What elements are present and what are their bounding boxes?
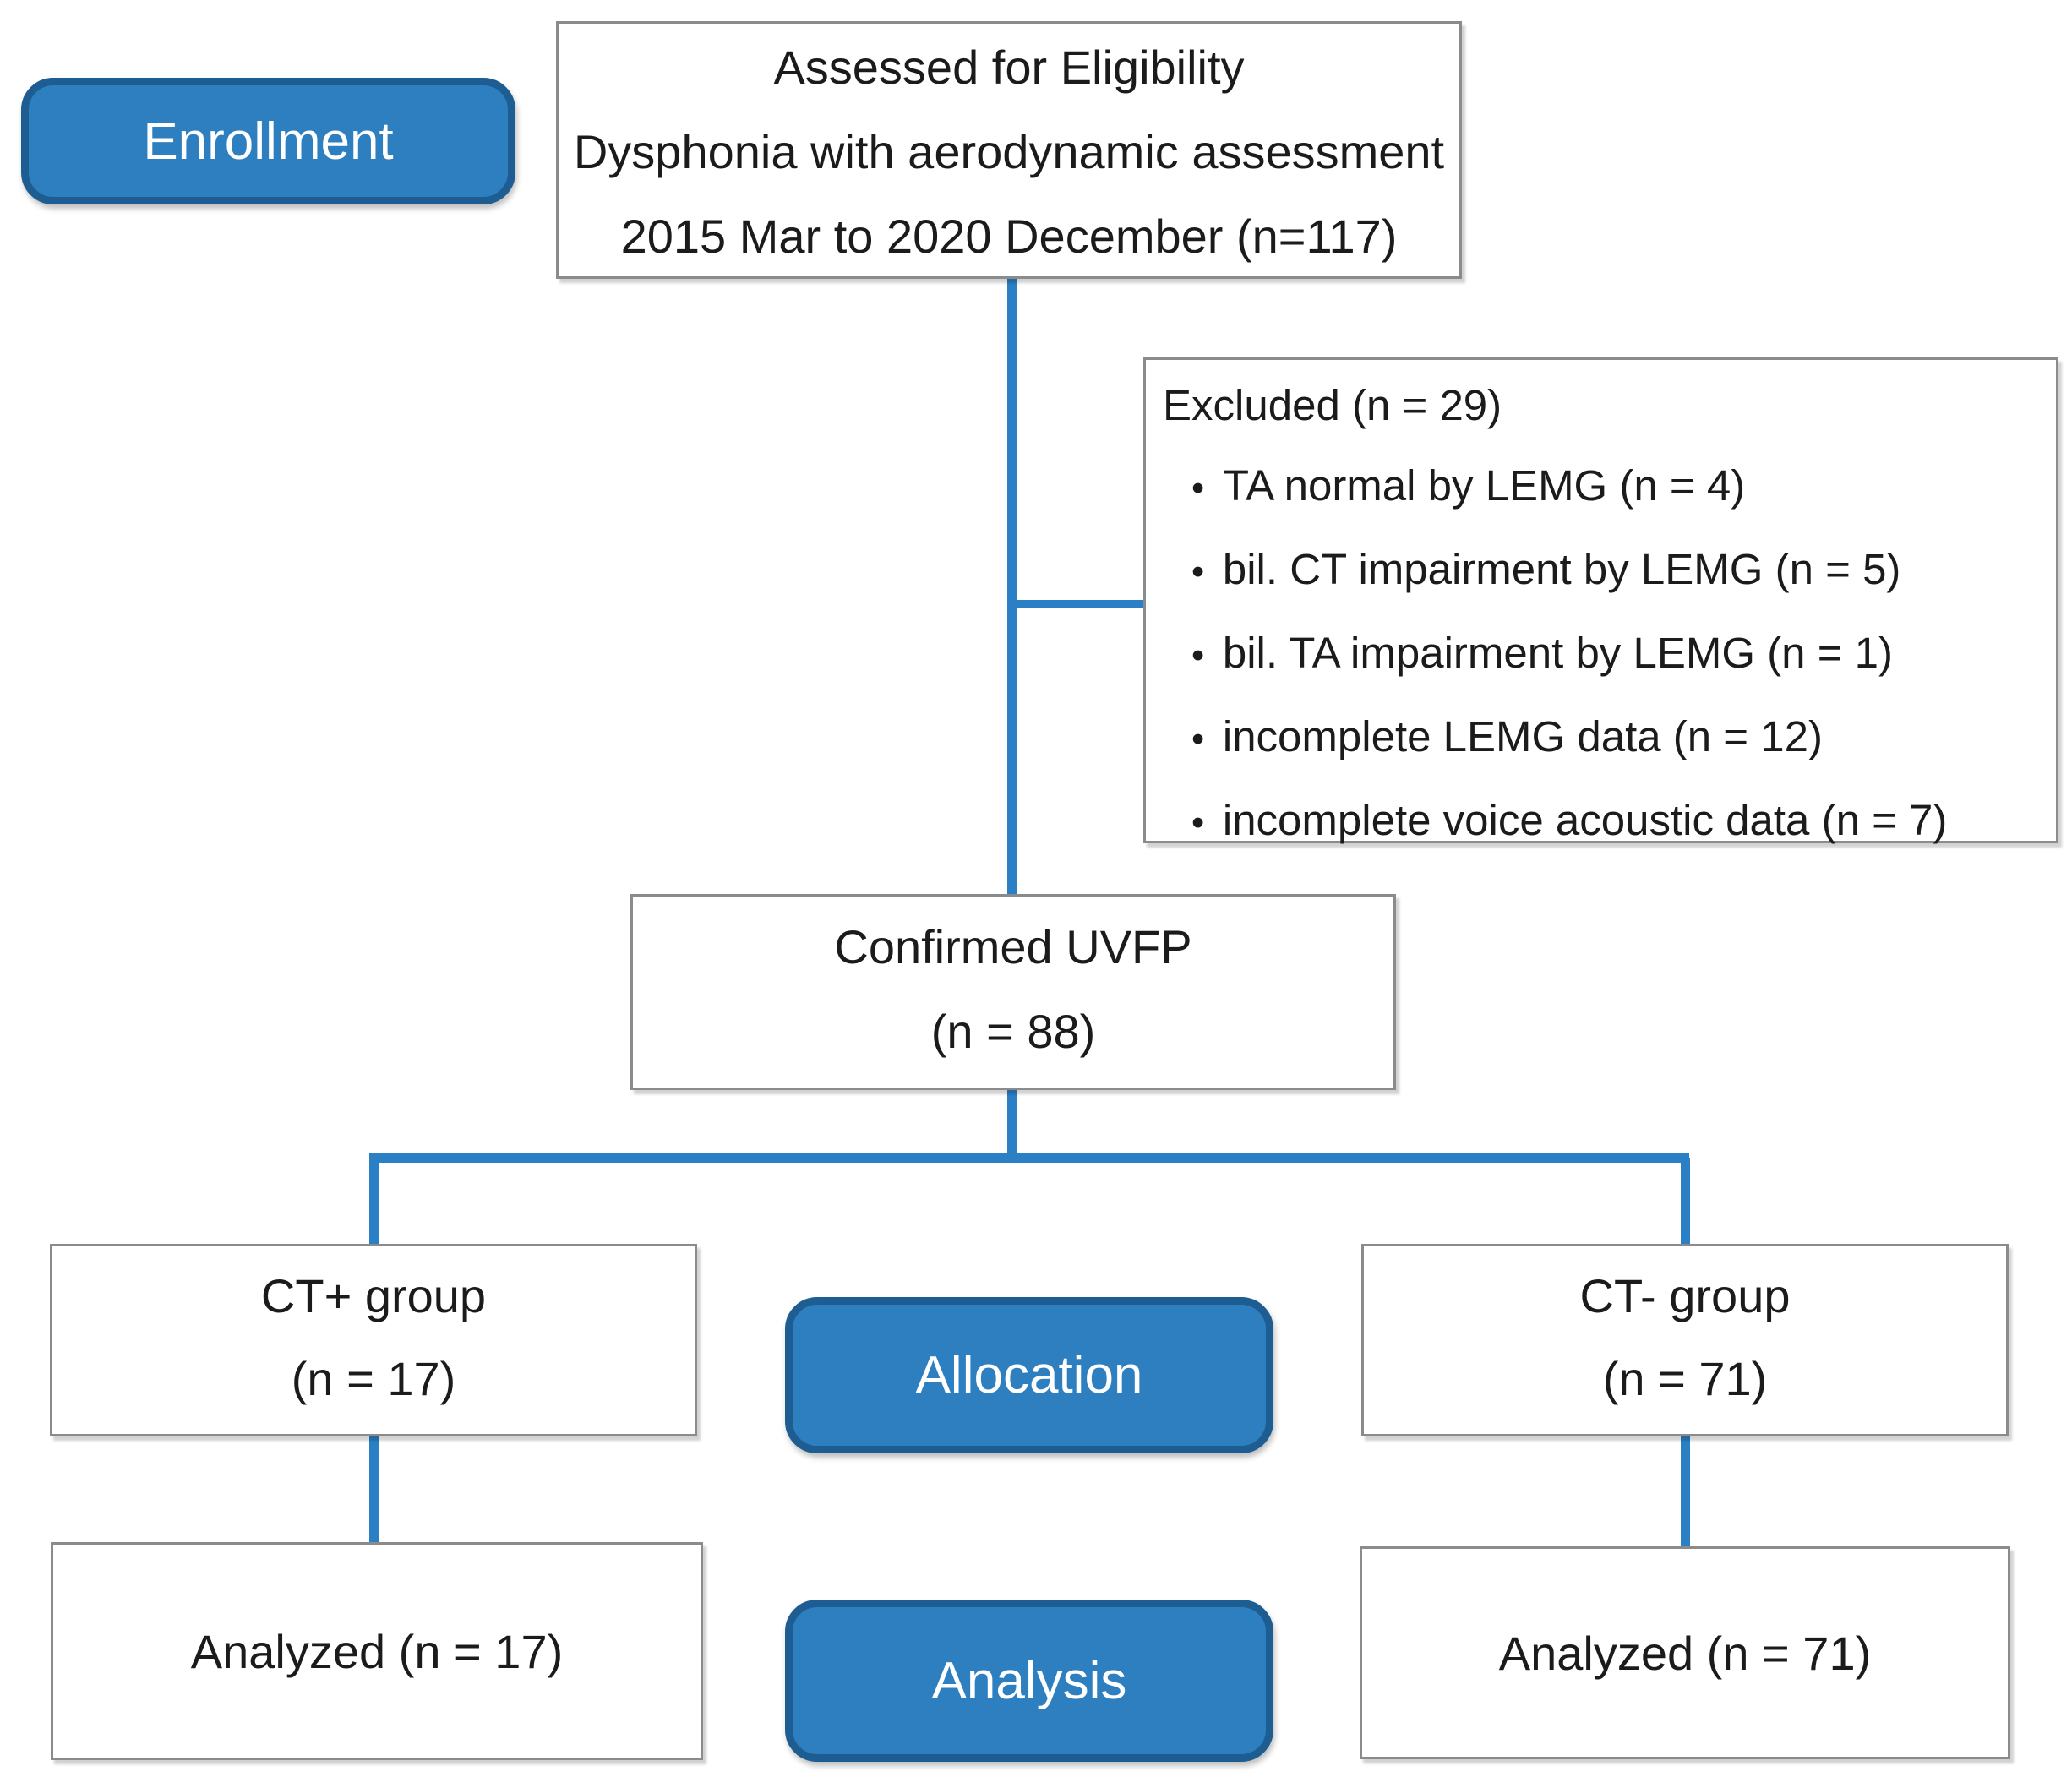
analyzed-ct-plus-label: Analyzed (n = 17) xyxy=(190,1624,564,1678)
assessed-line-1: Assessed for Eligibility xyxy=(773,41,1245,94)
analyzed-ct-minus-box: Analyzed (n = 71) xyxy=(1360,1546,2010,1759)
assessed-for-eligibility-box: Assessed for Eligibility Dysphonia with … xyxy=(556,21,1462,279)
excluded-reason-item: bil. CT impairment by LEMG (n = 5) xyxy=(1191,529,2039,613)
analyzed-ct-minus-label: Analyzed (n = 71) xyxy=(1498,1626,1872,1680)
connector-split-to-ct-minus-line xyxy=(1681,1158,1690,1246)
confirmed-line-1: Confirmed UVFP xyxy=(834,920,1192,973)
confirmed-uvfp-box: Confirmed UVFP (n = 88) xyxy=(630,894,1396,1090)
excluded-reason-item: incomplete LEMG data (n = 12) xyxy=(1191,696,2039,780)
connector-confirmed-to-split-line xyxy=(1007,1090,1017,1158)
excluded-reason-item: TA normal by LEMG (n = 4) xyxy=(1191,445,2039,529)
analysis-stage-label: Analysis xyxy=(931,1651,1127,1710)
connector-assessed-to-confirmed-line xyxy=(1007,279,1017,897)
ct-minus-group-box: CT- group (n = 71) xyxy=(1361,1244,2009,1436)
assessed-line-2: Dysphonia with aerodynamic assessment xyxy=(573,125,1445,178)
connector-split-to-ct-plus-line xyxy=(369,1158,379,1246)
connector-ct-minus-to-analyzed-line xyxy=(1681,1436,1690,1548)
analysis-stage-badge: Analysis xyxy=(785,1600,1273,1762)
ct-minus-line-1: CT- group xyxy=(1579,1269,1791,1322)
excluded-reason-item: incomplete voice acoustic data (n = 7) xyxy=(1191,780,2039,864)
excluded-reason-item: bil. TA impairment by LEMG (n = 1) xyxy=(1191,613,2039,696)
connector-split-bar-line xyxy=(369,1153,1689,1163)
connector-ct-plus-to-analyzed-line xyxy=(369,1436,379,1544)
allocation-stage-label: Allocation xyxy=(915,1346,1143,1404)
connector-excluded-branch-line xyxy=(1012,600,1146,608)
allocation-stage-badge: Allocation xyxy=(785,1297,1273,1453)
ct-plus-group-box: CT+ group (n = 17) xyxy=(50,1244,697,1436)
excluded-box: Excluded (n = 29) TA normal by LEMG (n =… xyxy=(1143,357,2058,844)
confirmed-line-2: (n = 88) xyxy=(930,1005,1096,1058)
enrollment-stage-badge: Enrollment xyxy=(21,78,515,204)
ct-minus-line-2: (n = 71) xyxy=(1602,1352,1768,1405)
ct-plus-line-1: CT+ group xyxy=(260,1269,487,1322)
assessed-line-3: 2015 Mar to 2020 December (n=117) xyxy=(620,210,1398,263)
excluded-title: Excluded (n = 29) xyxy=(1163,381,1502,429)
enrollment-stage-label: Enrollment xyxy=(143,112,394,171)
ct-plus-line-2: (n = 17) xyxy=(291,1352,456,1405)
excluded-reasons-list: TA normal by LEMG (n = 4) bil. CT impair… xyxy=(1163,445,2039,864)
analyzed-ct-plus-box: Analyzed (n = 17) xyxy=(51,1542,703,1760)
